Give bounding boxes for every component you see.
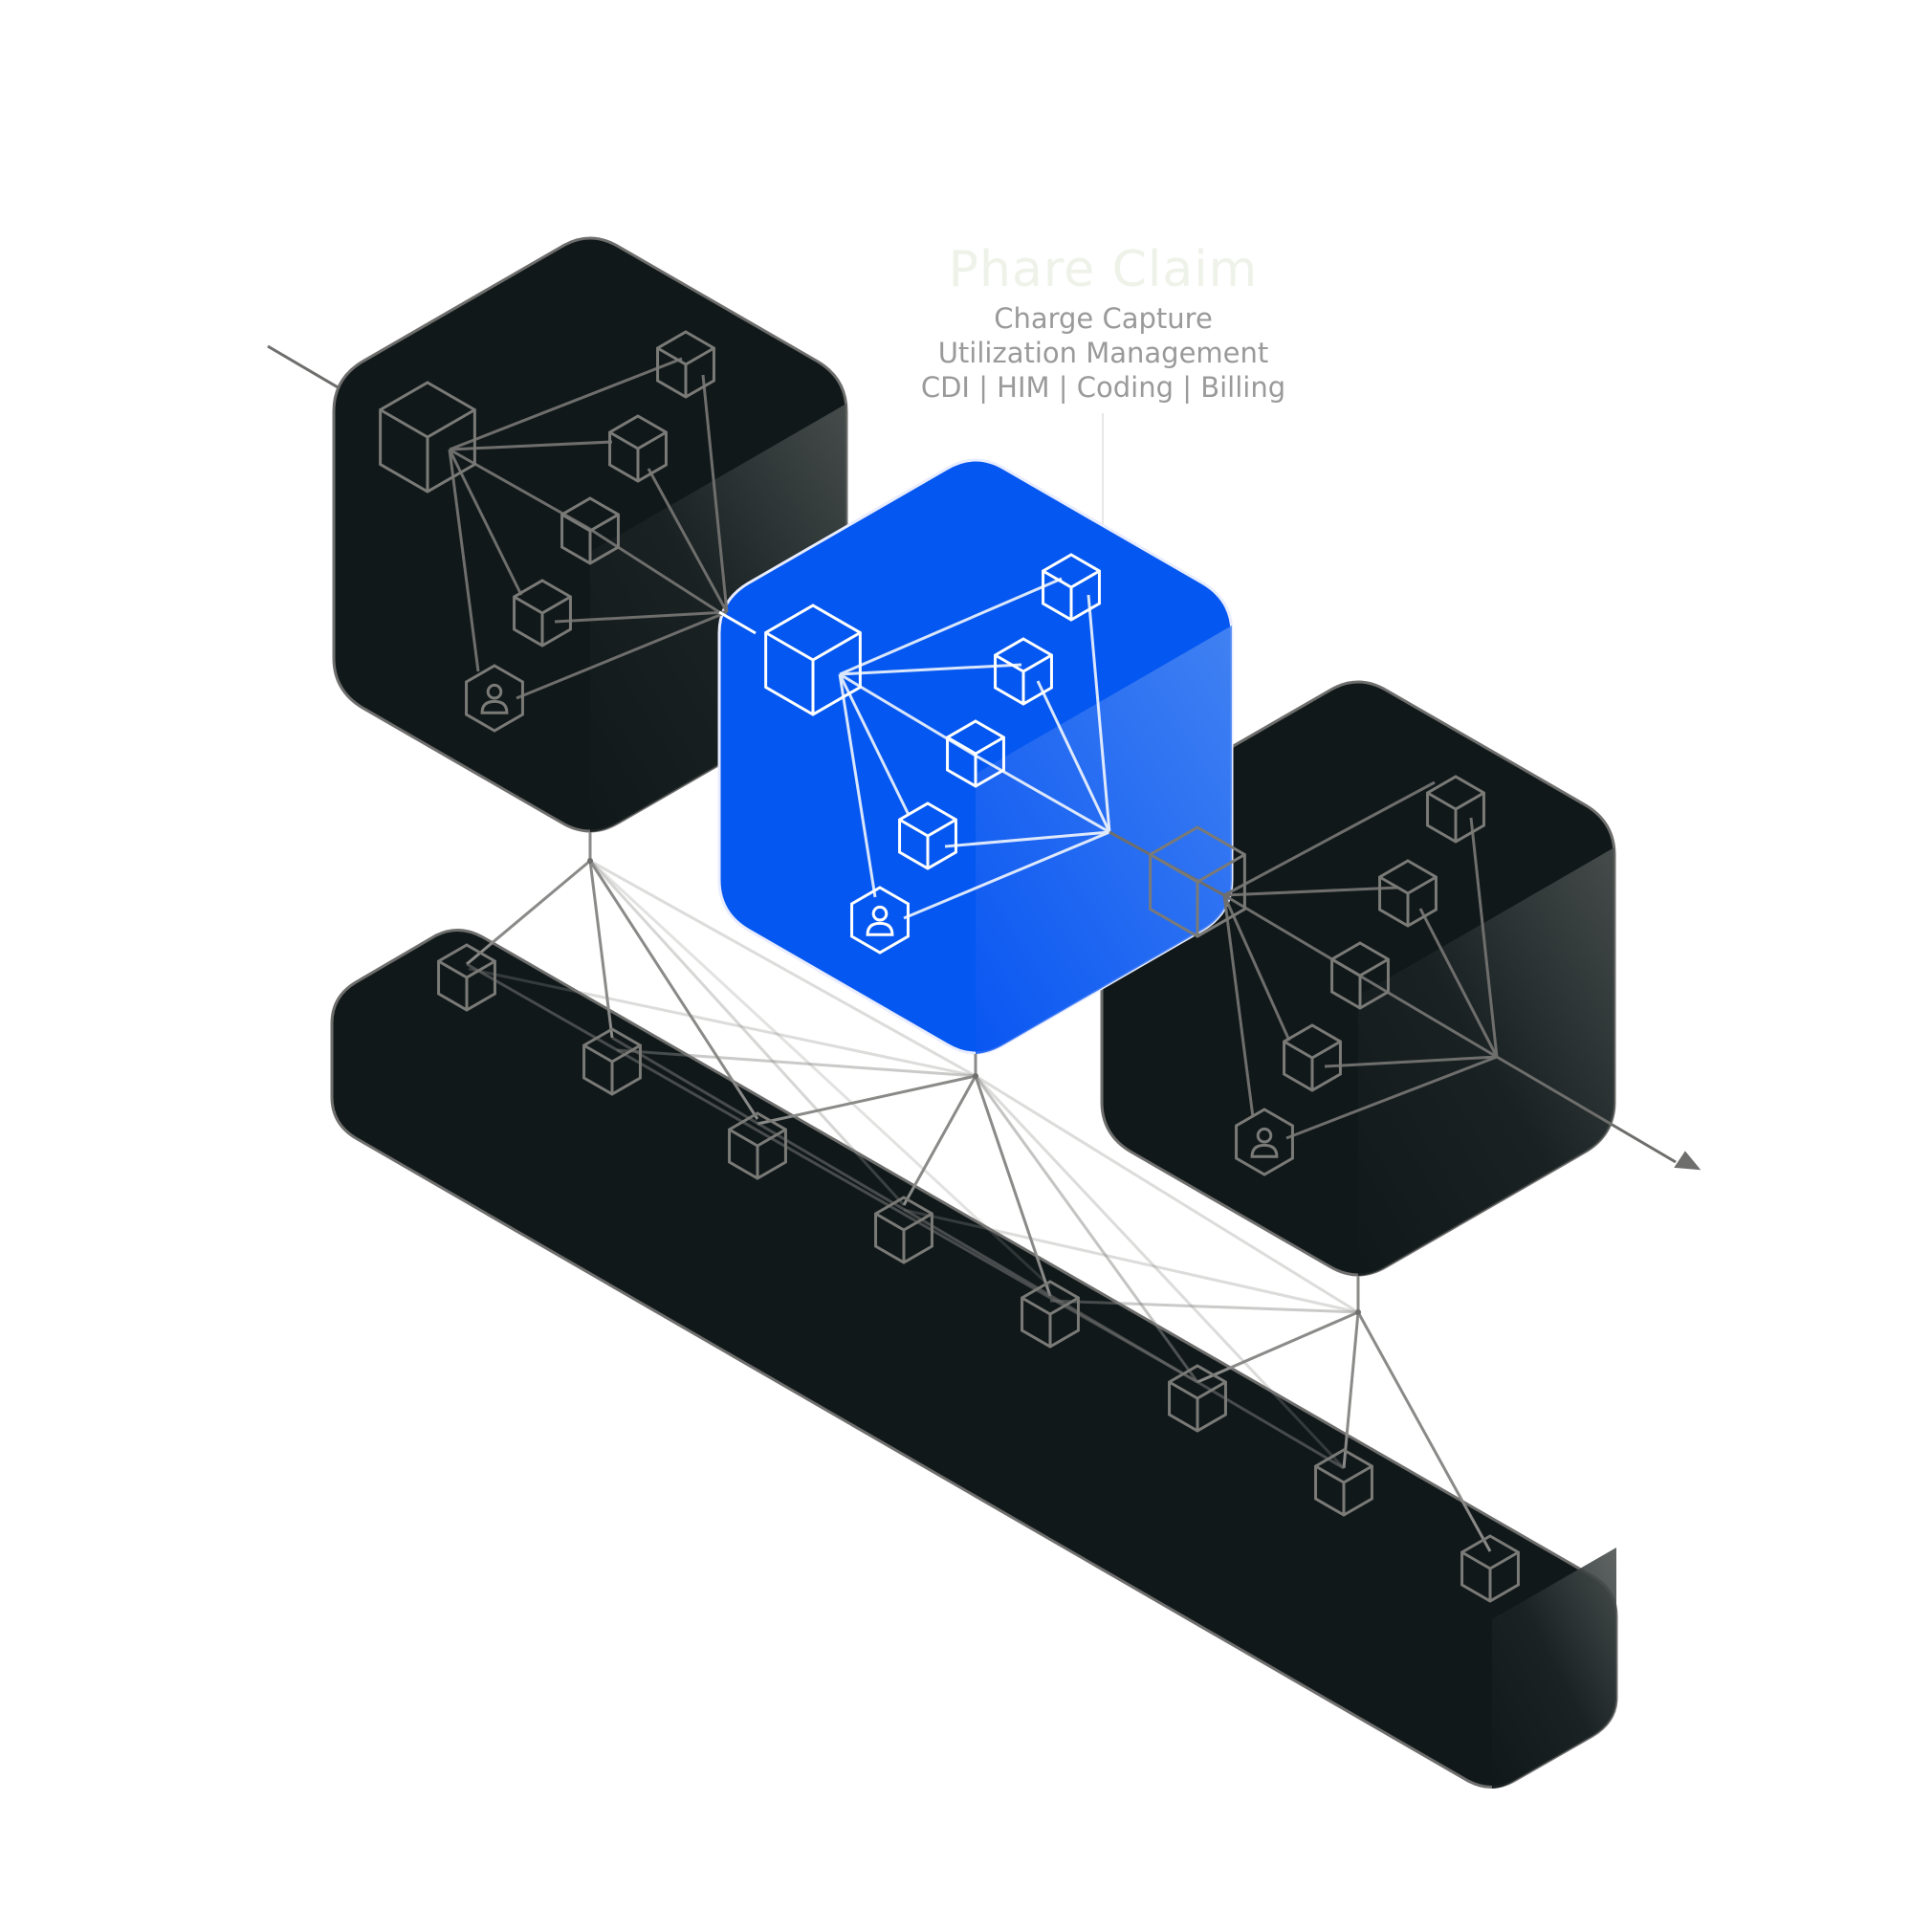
- cube-icon: [582, 1027, 642, 1096]
- bar-links: [466, 962, 1345, 1470]
- cube-icon: [560, 496, 620, 565]
- blue-block-links: [838, 577, 1111, 920]
- feature-utilization-management: Utilization Management: [937, 337, 1269, 369]
- cube-icon: [656, 330, 715, 399]
- cube-icon: [1314, 1448, 1373, 1517]
- node-layer: [379, 330, 1520, 1603]
- connection-dots: [587, 858, 1361, 1315]
- cube-icon: [437, 943, 496, 1012]
- flow-arrow-icon: [1674, 1151, 1701, 1171]
- left-to-blue-link: [718, 610, 757, 635]
- cube-icon: [1426, 775, 1485, 844]
- person-hex-icon: [850, 886, 910, 955]
- cube-icon: [608, 414, 668, 483]
- cube-icon: [513, 579, 572, 648]
- person-hex-icon: [465, 664, 524, 733]
- cube-icon: [1330, 941, 1390, 1010]
- cube-icon: [1378, 859, 1438, 928]
- block-to-bar-links: [466, 832, 1492, 1552]
- cube-icon: [379, 381, 476, 494]
- cube-icon: [1168, 1364, 1227, 1433]
- cube-icon: [764, 604, 862, 716]
- left-block-links: [448, 357, 729, 700]
- feature-charge-capture: Charge Capture: [994, 302, 1213, 335]
- feature-revenue-cycle: CDI | HIM | Coding | Billing: [920, 371, 1286, 404]
- cube-icon: [994, 637, 1053, 706]
- cube-icon: [1042, 553, 1101, 622]
- cube-icon: [874, 1196, 933, 1264]
- cube-icon: [1283, 1023, 1342, 1092]
- cube-icon: [728, 1111, 787, 1180]
- cube-icon: [898, 801, 957, 870]
- person-hex-icon: [1235, 1108, 1294, 1176]
- cube-icon: [946, 719, 1005, 788]
- cube-icon: [1149, 825, 1246, 938]
- product-title: Phare Claim: [948, 241, 1259, 298]
- data-layer-bar: [330, 929, 1618, 1789]
- cube-icon: [1460, 1534, 1520, 1603]
- cube-icon: [1021, 1280, 1080, 1349]
